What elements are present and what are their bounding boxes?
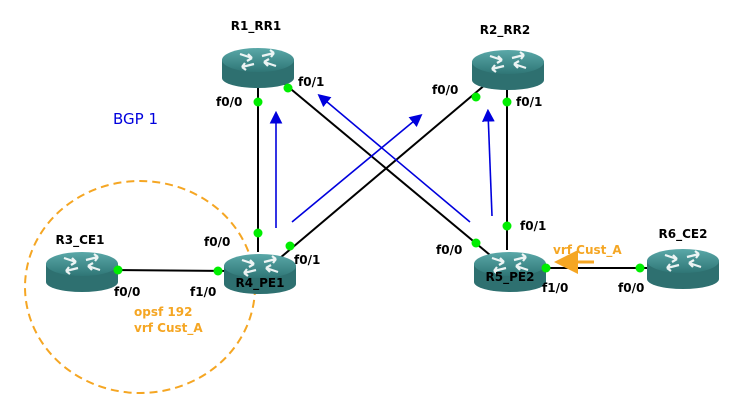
port-dots: [113, 83, 645, 276]
router-name: R5_PE2: [486, 270, 535, 285]
arrow-icon: [317, 93, 471, 223]
port-label: f1/0: [542, 281, 568, 295]
port-label: f0/1: [516, 95, 542, 109]
ce1-vrf-label: vrf Cust_A: [134, 321, 203, 336]
port-label: f1/0: [190, 285, 216, 299]
port-label: f0/0: [432, 83, 458, 97]
router-r6[interactable]: [645, 247, 721, 291]
router-name: R1_RR1: [231, 19, 281, 34]
router-r1[interactable]: [220, 46, 296, 90]
router-name: R3_CE1: [56, 233, 105, 248]
router-r2[interactable]: [470, 48, 546, 92]
router-r3[interactable]: [44, 250, 120, 294]
port-label: f0/1: [294, 253, 320, 267]
port-label: f0/0: [618, 281, 644, 295]
bgp-title: BGP 1: [113, 110, 158, 128]
router-name: R2_RR2: [480, 23, 530, 38]
router-name: R6_CE2: [659, 227, 708, 242]
port-label: f0/0: [114, 285, 140, 299]
port-label: f0/0: [436, 243, 462, 257]
bgp-arrows: [269, 93, 495, 228]
ce2-vrf-label: vrf Cust_A: [553, 243, 622, 258]
arrow-icon: [291, 113, 423, 223]
router-name: R4_PE1: [236, 276, 285, 291]
arrow-icon: [481, 108, 495, 217]
link-r3-r4[interactable]: [109, 269, 231, 272]
port-label: f0/0: [204, 235, 230, 249]
port-label: f0/1: [520, 219, 546, 233]
links: [109, 78, 655, 272]
ce1-ospf-label: opsf 192: [134, 305, 192, 319]
link-r2-r4[interactable]: [279, 83, 487, 259]
link-r1-r5[interactable]: [279, 79, 491, 256]
port-label: f0/1: [298, 75, 324, 89]
port-label: f0/0: [216, 95, 242, 109]
